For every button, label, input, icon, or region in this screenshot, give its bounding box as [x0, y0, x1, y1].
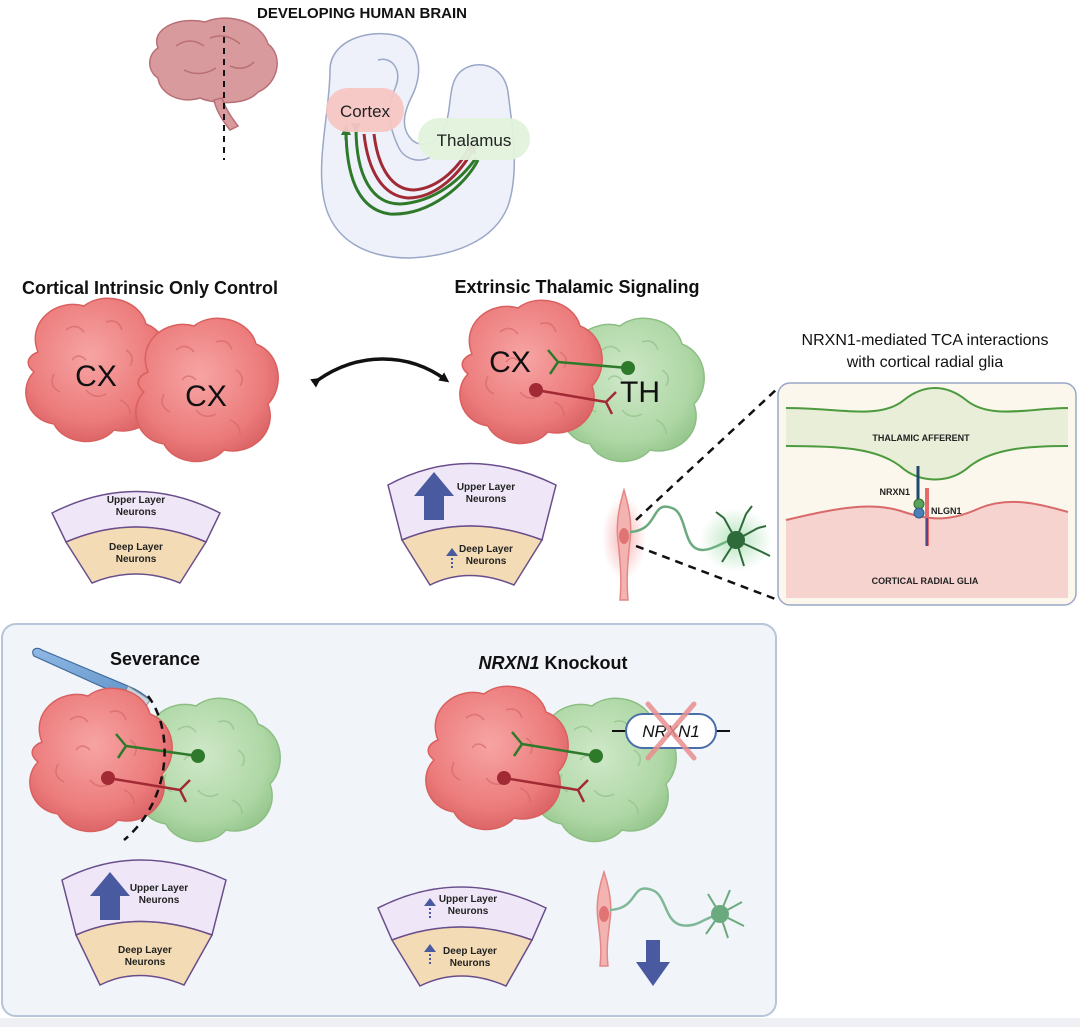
th-label: TH [620, 376, 660, 409]
cortex-region-label: Cortex [326, 88, 404, 132]
cx-organoid-left: CX [25, 297, 169, 443]
nlgn1-label: NLGN1 [931, 506, 962, 516]
comparison-double-arrow [310, 357, 450, 388]
upper-layer-small-increase-arrow [424, 898, 436, 918]
upper-layer-label: Upper Layer [457, 482, 515, 493]
bottom-strip [0, 1018, 1080, 1027]
cx-label: CX [489, 346, 531, 379]
projection-green-2 [350, 122, 478, 206]
brain-side-icon [149, 17, 278, 160]
projection-green-1 [344, 127, 480, 216]
layer-fan-knockout: Upper Layer Neurons Deep Layer Neurons [377, 886, 547, 987]
thalamic-neuron [705, 889, 745, 939]
deep-layer-band [74, 920, 214, 987]
nrxn1-interaction-title-line2: with cortical radial glia [846, 354, 1004, 371]
cx-label: CX [185, 380, 227, 413]
zoom-line-top [635, 387, 779, 521]
extrinsic-signaling-title: Extrinsic Thalamic Signaling [454, 277, 699, 297]
knockout-title: NRXN1 Knockout [478, 653, 627, 673]
knockout-assembloid: NRXN1 [425, 685, 730, 843]
thalamus-label: Thalamus [437, 131, 512, 150]
severance-assembloid [29, 687, 281, 843]
deep-layer-band [400, 525, 544, 586]
nrxn1-interaction-title-line1: NRXN1-mediated TCA interactions [802, 332, 1049, 349]
control-organoids: CX CX [25, 297, 279, 463]
th-organoid: TH [561, 317, 705, 463]
axon-thalamus-to-cortex [115, 733, 205, 763]
deep-layer-small-increase-arrow [446, 548, 458, 570]
deep-layer-label: Neurons [125, 957, 166, 968]
upper-layer-increase-arrow [414, 472, 454, 520]
thalamic-axon [609, 887, 719, 927]
knockout-glia-neuron [596, 869, 745, 986]
cx-label: CX [75, 360, 117, 393]
cx-organoid-right: CX [135, 317, 279, 463]
nrxn1-gene-deleted: NRXN1 [612, 701, 730, 761]
decrease-arrow [636, 940, 670, 986]
deep-layer-small-increase-arrow [424, 944, 436, 966]
upper-layer-label: Upper Layer [107, 495, 165, 506]
developing-brain-title: DEVELOPING HUMAN BRAIN [257, 5, 467, 22]
cortex-label: Cortex [340, 102, 391, 121]
projection-red-2 [372, 133, 472, 192]
deep-layer-label: Deep Layer [109, 542, 163, 553]
zoom-line-bottom [635, 544, 779, 602]
projection-red-1 [362, 133, 477, 200]
thalamus-region-label: Thalamus [418, 118, 530, 160]
axon-thalamus-to-cortex [511, 731, 603, 763]
deep-layer-band [64, 526, 208, 584]
radial-glia-cell [616, 487, 632, 601]
layer-fan-extrinsic: Upper Layer Neurons Deep Layer Neurons [387, 462, 557, 586]
assembloid-cx-th: TH CX [459, 299, 705, 463]
thalamic-neuron [715, 505, 771, 567]
upper-layer-increase-arrow [90, 872, 130, 920]
upper-layer-label: Neurons [448, 906, 489, 917]
cortical-radial-glia-label: CORTICAL RADIAL GLIA [872, 576, 979, 586]
severance-cut-line [123, 695, 166, 841]
deep-layer-label: Deep Layer [443, 946, 497, 957]
deep-layer-label: Neurons [450, 958, 491, 969]
axon-cortex-to-thalamus [497, 771, 589, 803]
layer-fan-control: Upper Layer Neurons Deep Layer Neurons [51, 490, 221, 584]
knockout-word: Knockout [540, 653, 628, 673]
axon-thalamus-to-cortex [547, 349, 635, 375]
deep-layer-label: Neurons [466, 556, 507, 567]
upper-layer-label: Upper Layer [439, 894, 497, 905]
deep-layer-label: Deep Layer [459, 544, 513, 555]
developing-brain-panel: DEVELOPING HUMAN BRAIN Cortex [149, 5, 530, 259]
deletion-x-icon [645, 701, 697, 761]
upper-layer-label: Neurons [139, 895, 180, 906]
deep-layer-label: Deep Layer [118, 945, 172, 956]
nrxn1-label: NRXN1 [879, 487, 910, 497]
severance-title: Severance [110, 649, 200, 669]
radial-glia-thalamic-neuron [602, 487, 772, 601]
upper-layer-label: Upper Layer [130, 883, 188, 894]
knockout-gene-name: NRXN1 [478, 653, 539, 673]
axon-cortex-to-thalamus [529, 383, 617, 415]
deep-layer-label: Neurons [116, 554, 157, 565]
thalamocortical-projections [341, 122, 480, 216]
cortical-control-title: Cortical Intrinsic Only Control [22, 278, 278, 298]
layer-fan-severance: Upper Layer Neurons Deep Layer Neurons [61, 859, 227, 987]
nrxn1-inset: THALAMIC AFFERENT CORTICAL RADIAL GLIA N… [777, 382, 1077, 606]
cx-organoid: CX [459, 299, 603, 445]
deep-layer-band [390, 926, 534, 987]
thalamic-afferent-label: THALAMIC AFFERENT [872, 433, 970, 443]
upper-layer-label: Neurons [116, 507, 157, 518]
upper-layer-label: Neurons [466, 494, 507, 505]
axon-cortex-to-thalamus [101, 771, 191, 803]
